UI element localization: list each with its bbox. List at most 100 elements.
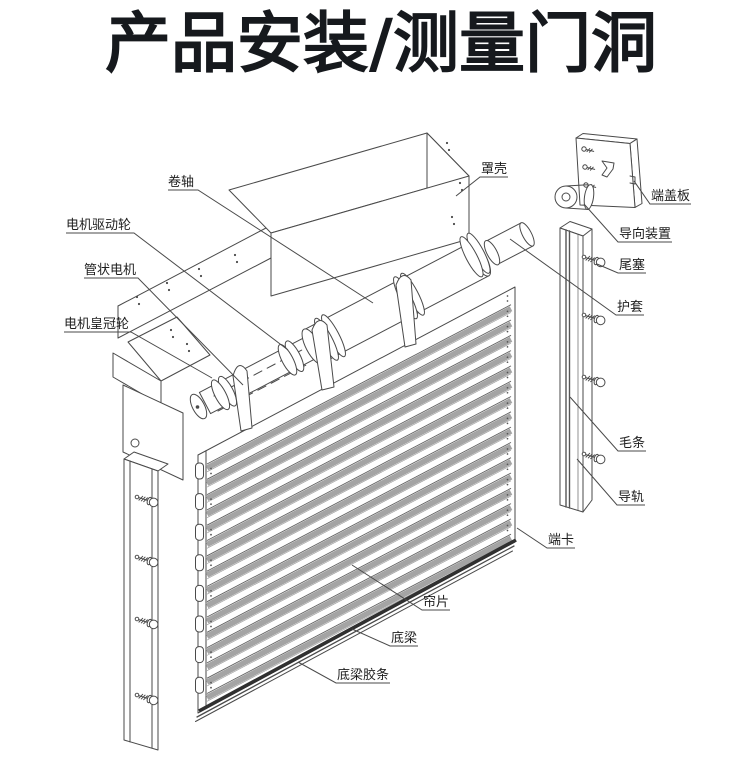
curtain-slat-band bbox=[205, 520, 513, 685]
screw-dot bbox=[458, 181, 462, 185]
screw-dot bbox=[199, 274, 203, 278]
plate-slot bbox=[601, 160, 615, 178]
leader-line bbox=[351, 564, 450, 611]
leader-line bbox=[64, 331, 213, 379]
expansion-bolt bbox=[134, 616, 159, 630]
screw-dot bbox=[445, 141, 449, 145]
leader-line bbox=[351, 628, 418, 647]
end-clip-dot bbox=[506, 325, 509, 328]
screw-dot bbox=[452, 222, 456, 226]
right-guide-rail bbox=[559, 221, 593, 513]
screw-dot bbox=[450, 215, 454, 219]
expansion-bolt bbox=[581, 374, 606, 388]
callout-cover-shell: 罩壳 bbox=[455, 162, 508, 197]
curtain bbox=[195, 286, 517, 722]
slat-endcap bbox=[195, 676, 204, 694]
end-clip-dot bbox=[506, 494, 509, 496]
callout-guide-device: 导向装置 bbox=[583, 203, 672, 243]
end-cover-plate-detail bbox=[554, 133, 643, 210]
end-clip-dot bbox=[506, 295, 509, 297]
end-clip-dot bbox=[506, 417, 509, 420]
curtain-slat-band bbox=[205, 505, 513, 670]
curtain-slat-band bbox=[205, 367, 513, 532]
curtain-slat-band bbox=[205, 336, 513, 502]
callout-brush-strip: 毛条 bbox=[569, 396, 646, 452]
callout-bottom-beam-rubber: 底梁胶条 bbox=[297, 661, 390, 684]
curtain-slat-band bbox=[205, 306, 513, 471]
slat-endcap bbox=[195, 462, 204, 480]
expansion-bolt bbox=[134, 554, 159, 568]
shaft-end-sheath bbox=[483, 222, 535, 266]
screw-dot bbox=[137, 302, 141, 306]
end-clip-dot bbox=[506, 356, 509, 359]
callout-tail-plug: 尾塞 bbox=[596, 257, 646, 274]
slat-endcap bbox=[195, 493, 204, 511]
slat-endcap bbox=[195, 554, 204, 572]
label-motor-crown-wheel: 电机皇冠轮 bbox=[64, 317, 129, 332]
curtain-slat-band bbox=[205, 474, 513, 639]
label-guide-device: 导向装置 bbox=[619, 226, 671, 242]
slat-endcap bbox=[195, 523, 204, 541]
label-tail-plug: 尾塞 bbox=[619, 257, 645, 273]
leader-line bbox=[455, 176, 508, 197]
curtain-slat-band bbox=[205, 459, 513, 624]
curtain-slat-band bbox=[205, 398, 513, 563]
callout-end-clip: 端卡 bbox=[516, 527, 575, 549]
page-title: 产品安装/测量门洞 bbox=[104, 5, 658, 82]
leader-line bbox=[84, 277, 244, 386]
screw-dot bbox=[165, 281, 169, 285]
expansion-bolt bbox=[581, 254, 606, 268]
expansion-bolt bbox=[581, 312, 606, 326]
callout-end-cover-plate: 端盖板 bbox=[633, 180, 691, 205]
expansion-bolt bbox=[581, 451, 606, 465]
bottom-beam-bar bbox=[198, 538, 517, 713]
curtain-slat-band bbox=[205, 443, 513, 609]
end-clip-dot bbox=[506, 509, 509, 512]
screw-dot bbox=[171, 335, 175, 339]
screw-dot bbox=[197, 267, 201, 271]
callout-guide-rail: 导轨 bbox=[576, 458, 645, 506]
label-end-cover-plate: 端盖板 bbox=[651, 189, 690, 204]
end-clip-dot bbox=[506, 310, 509, 313]
slat-endcap bbox=[195, 646, 204, 664]
label-sheath: 护套 bbox=[617, 299, 643, 315]
curtain-slat-band bbox=[205, 413, 513, 578]
screw-dot bbox=[185, 342, 189, 346]
roller-shaft-assembly bbox=[189, 222, 535, 432]
curtain-slat-band bbox=[205, 428, 513, 593]
label-bottom-beam: 底梁 bbox=[391, 630, 417, 646]
leader-line bbox=[583, 203, 672, 243]
bottom-beam-rubber-line bbox=[196, 545, 515, 718]
cover-shell-box bbox=[228, 132, 470, 297]
leader-line bbox=[66, 232, 289, 351]
callout-motor-drive-wheel: 电机驱动轮 bbox=[66, 218, 289, 351]
label-guide-rail: 导轨 bbox=[618, 490, 644, 505]
curtain-slat-band bbox=[205, 321, 513, 486]
back-mounting-panel bbox=[117, 227, 272, 339]
callout-motor-crown-wheel: 电机皇冠轮 bbox=[64, 317, 213, 379]
motor-bracket bbox=[112, 316, 211, 406]
callout-bottom-beam: 底梁 bbox=[351, 628, 418, 647]
screw-dot bbox=[235, 260, 239, 264]
end-clip-dot bbox=[506, 432, 509, 435]
end-clip-dot bbox=[506, 402, 509, 404]
leader-line bbox=[509, 238, 644, 316]
leader-line bbox=[633, 180, 691, 205]
end-clip-dot bbox=[506, 478, 509, 481]
end-clip-dot bbox=[506, 524, 509, 527]
leader-line bbox=[297, 661, 390, 684]
leader-line bbox=[168, 189, 374, 304]
end-clip-dot bbox=[506, 448, 509, 450]
slat-endcap bbox=[195, 615, 204, 633]
curtain-slat-band bbox=[205, 489, 513, 655]
screw-dot bbox=[169, 328, 173, 332]
screw-dot bbox=[233, 253, 237, 257]
end-clip-dot bbox=[506, 371, 509, 374]
curtain-slat-band bbox=[205, 382, 513, 547]
slat-endcap bbox=[195, 584, 204, 602]
misc-screw-dots bbox=[135, 141, 464, 353]
end-clip-dot bbox=[506, 341, 509, 343]
label-end-clip: 端卡 bbox=[548, 533, 574, 548]
label-motor-drive-wheel: 电机驱动轮 bbox=[66, 218, 131, 233]
